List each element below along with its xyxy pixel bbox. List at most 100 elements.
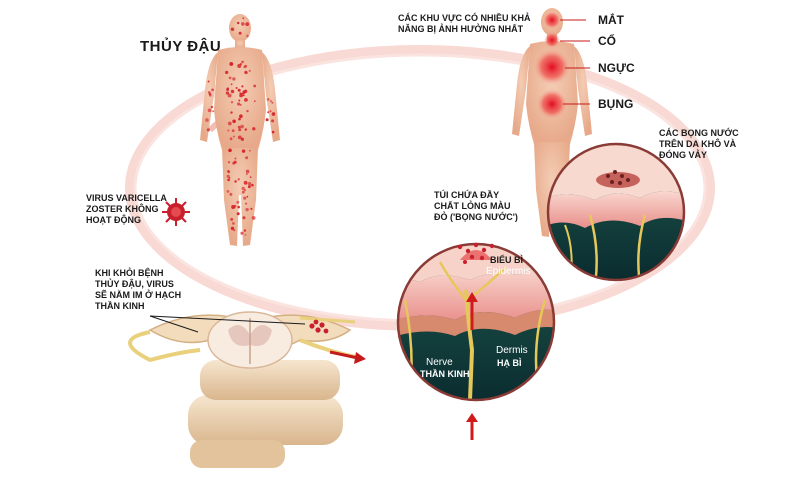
- skin-section-blister: [390, 240, 570, 410]
- rash-spot: [242, 149, 245, 152]
- rash-spot: [232, 120, 236, 124]
- rash-spot: [211, 106, 213, 108]
- rash-spot: [228, 122, 232, 126]
- dermis-en-label: Dermis: [496, 345, 528, 356]
- rash-spot: [209, 94, 212, 97]
- blister-label: TÚI CHỨA ĐẦY CHẤT LỎNG MÀU ĐỎ ('BỌNG NƯỚ…: [434, 190, 518, 223]
- spinal-cord: [130, 312, 360, 468]
- rash-spot: [240, 125, 244, 129]
- rash-spot: [227, 179, 230, 182]
- rash-spot: [246, 173, 248, 175]
- epidermis-en-label: Epidermis: [486, 266, 530, 277]
- rash-spot: [246, 35, 248, 37]
- rash-spot: [234, 180, 236, 182]
- rash-spot: [227, 130, 229, 132]
- rash-spot: [271, 102, 273, 104]
- rash-spot: [241, 138, 244, 141]
- rash-spot: [246, 110, 248, 112]
- rash-spot: [238, 118, 241, 121]
- rash-spot: [205, 118, 209, 122]
- rash-spot: [230, 62, 232, 64]
- rash-spot: [241, 61, 244, 64]
- rash-spot: [229, 193, 232, 196]
- rash-spot: [252, 127, 255, 130]
- rash-spot: [238, 100, 240, 102]
- rash-spot: [242, 191, 245, 194]
- rash-spot: [267, 98, 270, 101]
- rash-spot: [237, 64, 241, 68]
- rash-spot: [231, 101, 233, 103]
- rash-spot: [238, 126, 241, 129]
- bottom-arrowhead: [466, 413, 478, 422]
- rash-spot: [249, 70, 251, 72]
- rash-spot: [226, 88, 229, 91]
- nerve-en-label: Nerve: [426, 357, 453, 368]
- eye-label: MẮT: [598, 13, 624, 27]
- rash-spot: [241, 85, 243, 87]
- rash-spot: [208, 91, 211, 94]
- hotspot-abdomen: [537, 89, 567, 119]
- rash-spot: [208, 81, 210, 83]
- rash-spot: [270, 110, 272, 112]
- rash-spot: [245, 22, 249, 26]
- rash-spot: [249, 150, 251, 152]
- rash-spot: [272, 112, 275, 115]
- rash-spot: [243, 216, 246, 219]
- rash-spot: [234, 158, 236, 160]
- abdomen-label: BỤNG: [598, 97, 633, 111]
- rash-spot: [240, 232, 243, 235]
- dry-blisters-label: CÁC BỌNG NƯỚC TRÊN DA KHÔ VÀ ĐÓNG VẢY: [659, 128, 739, 161]
- rash-spot: [248, 182, 252, 186]
- rash-spot: [229, 77, 232, 80]
- rash-spot: [233, 229, 235, 231]
- rash-spot: [239, 32, 242, 35]
- epidermis-vi-label: BIỂU BÌ: [490, 255, 523, 265]
- page-title: THỦY ĐẬU: [140, 38, 221, 56]
- rash-spot: [228, 161, 230, 163]
- rash-spot: [230, 137, 233, 140]
- rash-spot: [226, 91, 229, 94]
- rash-spot: [231, 83, 233, 85]
- hotspot-chest: [534, 49, 570, 85]
- rash-spot: [230, 111, 232, 113]
- rash-spot: [207, 128, 210, 131]
- rash-spot: [237, 102, 240, 105]
- rash-spot: [231, 90, 234, 93]
- rash-spot: [239, 94, 243, 98]
- rash-spot: [254, 100, 256, 102]
- rash-spot: [231, 205, 235, 209]
- rash-spot: [228, 177, 230, 179]
- rash-spot: [236, 87, 238, 89]
- rash-spot: [272, 131, 275, 134]
- neck-label: CỔ: [598, 34, 616, 48]
- rash-spot: [232, 77, 235, 80]
- rash-spot: [243, 66, 246, 69]
- rash-spot: [244, 181, 248, 185]
- rash-spot: [244, 98, 248, 102]
- rash-spot: [236, 201, 239, 204]
- rash-spot: [227, 170, 230, 173]
- rash-spot: [238, 128, 241, 131]
- rash-spot: [241, 22, 245, 26]
- affected-areas-label: CÁC KHU VỰC CÓ NHIỀU KHẢ NĂNG BỊ ẢNH HƯỞ…: [398, 13, 530, 35]
- rash-spot: [245, 156, 248, 159]
- rash-spot: [231, 28, 234, 31]
- hotspot-neck: [544, 32, 560, 48]
- rash-spot: [230, 218, 233, 221]
- rash-spot: [237, 206, 240, 209]
- rash-spot: [244, 189, 246, 191]
- rash-spot: [271, 119, 274, 122]
- rash-spot: [237, 22, 239, 24]
- rash-spot: [251, 184, 254, 187]
- rash-spot: [246, 170, 250, 174]
- rash-spot: [232, 129, 235, 132]
- rash-spot: [253, 85, 256, 88]
- dermis-vi-label: HẠ BÌ: [497, 358, 522, 368]
- rash-spot: [211, 89, 214, 92]
- rash-spot: [245, 234, 247, 236]
- rash-spot: [234, 161, 237, 164]
- ganglion-arrowhead: [354, 352, 366, 364]
- chest-label: NGỰC: [598, 61, 635, 75]
- rash-spot: [246, 196, 248, 198]
- virus-label: VIRUS VARICELLA ZOSTER KHÔNG HOẠT ĐỘNG: [86, 193, 167, 226]
